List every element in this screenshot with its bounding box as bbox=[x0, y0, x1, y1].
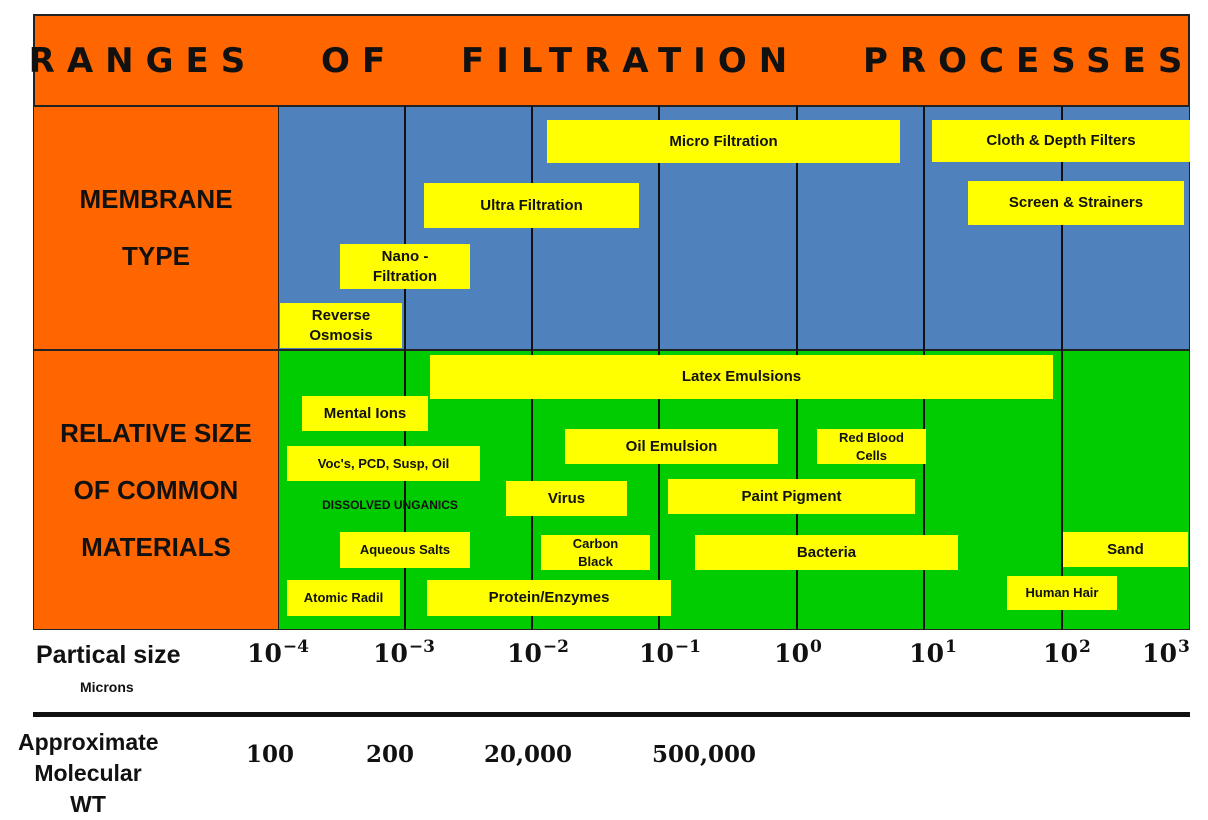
dissolved-unganics-note: DISSOLVED UNGANICS bbox=[322, 498, 458, 512]
reverse-osmosis-box: Reverse Osmosis bbox=[280, 303, 402, 348]
cloth-depth-filters-box: Cloth & Depth Filters bbox=[932, 120, 1190, 162]
molecular-weight-label: Approximate Molecular WT bbox=[18, 729, 159, 817]
molecular-weight-value: 20,000 bbox=[484, 741, 573, 768]
tick-label: 10−4 bbox=[247, 637, 309, 668]
vocs-box: Voc's, PCD, Susp, Oil bbox=[287, 446, 480, 481]
molecular-weight-value: 200 bbox=[366, 741, 415, 768]
virus-box: Virus bbox=[506, 481, 627, 516]
molecular-weight-value: 100 bbox=[246, 741, 295, 768]
protein-enzymes-box: Protein/Enzymes bbox=[427, 580, 671, 616]
screen-strainers-box: Screen & Strainers bbox=[968, 181, 1184, 225]
membrane-label-line-1: MEMBRANE bbox=[79, 184, 233, 214]
tick-label: 10−1 bbox=[639, 637, 701, 668]
carbon-black-box: Carbon Black bbox=[541, 535, 650, 570]
bacteria-box: Bacteria bbox=[695, 535, 958, 570]
divider bbox=[33, 712, 1190, 717]
particle-size-unit: Microns bbox=[80, 679, 134, 695]
grid-line bbox=[404, 106, 406, 630]
latex-emulsions-box: Latex Emulsions bbox=[430, 355, 1053, 399]
sand-box: Sand bbox=[1063, 532, 1188, 567]
relative-size-label: RELATIVE SIZE OF COMMON MATERIALS bbox=[33, 350, 279, 630]
molecular-weight-value: 500,000 bbox=[652, 741, 757, 768]
page-title: RANGES OF FILTRATION PROCESSES bbox=[28, 40, 1195, 81]
paint-pigment-box: Paint Pigment bbox=[668, 479, 915, 514]
atomic-radil-box: Atomic Radil bbox=[287, 580, 400, 616]
red-blood-cells-box: Red Blood Cells bbox=[817, 429, 926, 464]
micro-filtration-box: Micro Filtration bbox=[547, 120, 900, 163]
particle-size-label: Partical size bbox=[36, 641, 181, 669]
tick-label: 102 bbox=[1043, 637, 1091, 668]
tick-label: 101 bbox=[909, 637, 957, 668]
tick-label: 100 bbox=[774, 637, 822, 668]
tick-label: 10−2 bbox=[507, 637, 569, 668]
mental-ions-box: Mental Ions bbox=[302, 396, 428, 431]
grid-line bbox=[1061, 106, 1063, 630]
title-banner: RANGES OF FILTRATION PROCESSES bbox=[29, 14, 1190, 107]
human-hair-box: Human Hair bbox=[1007, 576, 1117, 610]
materials-label-line-1: RELATIVE SIZE bbox=[60, 417, 252, 448]
ultra-filtration-box: Ultra Filtration bbox=[424, 183, 639, 228]
nano-filtration-box: Nano - Filtration bbox=[340, 244, 470, 289]
oil-emulsion-box: Oil Emulsion bbox=[565, 429, 778, 464]
membrane-label-line-2: TYPE bbox=[122, 241, 190, 271]
membrane-type-label: MEMBRANE TYPE bbox=[33, 106, 279, 350]
tick-label: 103 bbox=[1142, 637, 1190, 668]
materials-label-line-3: MATERIALS bbox=[81, 531, 231, 562]
tick-label: 10−3 bbox=[373, 637, 435, 668]
materials-label-line-2: OF COMMON bbox=[73, 474, 239, 505]
aqueous-salts-box: Aqueous Salts bbox=[340, 532, 470, 568]
